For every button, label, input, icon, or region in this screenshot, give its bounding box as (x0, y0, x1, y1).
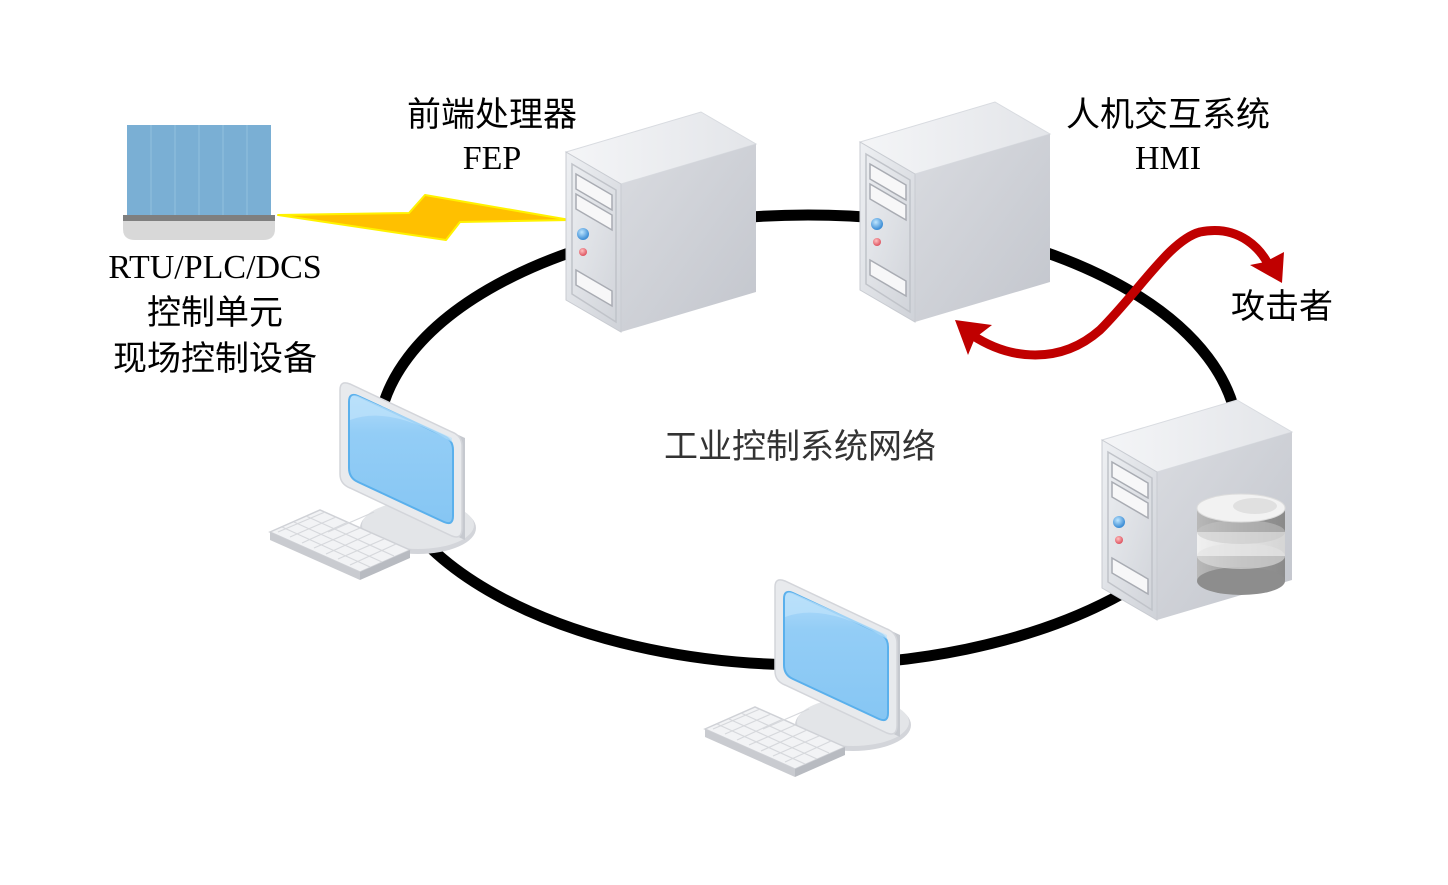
field-device-label-line-1: RTU/PLC/DCS (108, 249, 322, 286)
workstation-left-icon (269, 381, 477, 581)
field-device-label-line-2: 控制单元 (147, 295, 283, 332)
workstation-bottom-icon (704, 578, 912, 778)
wireless-link-bolt (277, 194, 571, 241)
plc-controller-icon (123, 125, 275, 240)
database-cylinder-icon (1196, 493, 1286, 595)
hmi-server-icon (859, 101, 1051, 323)
attack-arrowhead-right (1250, 252, 1284, 283)
attack-arrow-icon (955, 226, 1284, 360)
network-title: 工业控制系统网络 (664, 427, 936, 467)
attack-arrowhead-left (955, 320, 992, 355)
field-device-label-line-3: 现场控制设备 (113, 341, 317, 378)
attacker-label: 攻击者 (1231, 289, 1333, 326)
hmi-label-line-1: 人机交互系统 (1066, 97, 1270, 134)
database-server-icon (1101, 399, 1293, 621)
hmi-label-line-2: HMI (1134, 140, 1202, 177)
field-device-label: RTU/PLC/DCS 控制单元 现场控制设备 (70, 248, 360, 380)
fep-server-icon (565, 111, 757, 333)
fep-label-line-2: FEP (462, 140, 522, 177)
fep-label: 前端处理器 FEP (392, 96, 592, 179)
fep-label-line-1: 前端处理器 (407, 97, 577, 134)
hmi-label: 人机交互系统 HMI (1052, 96, 1284, 179)
